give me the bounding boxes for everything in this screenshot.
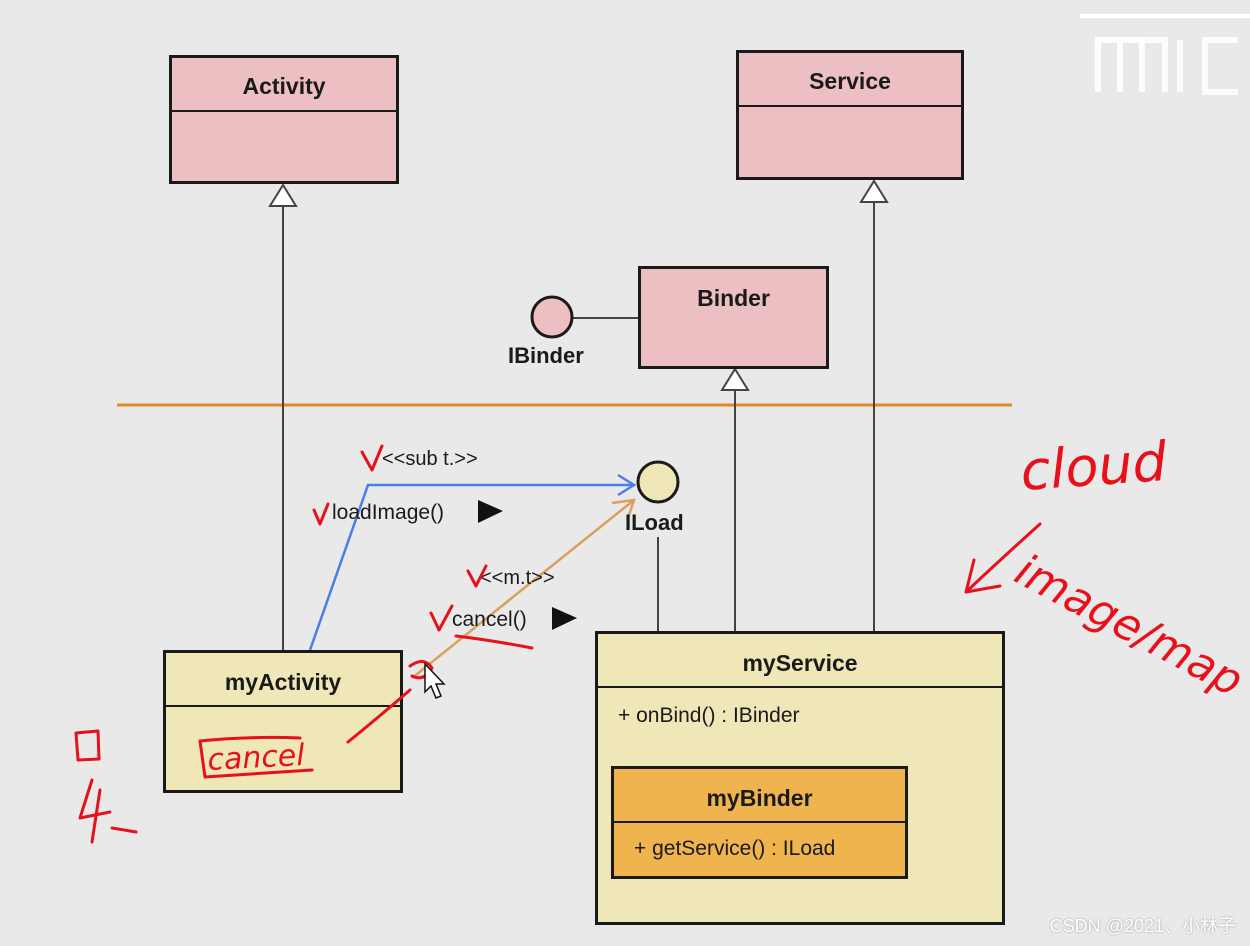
check-mark-sub-thread <box>360 444 384 472</box>
iload-interface-circle <box>636 460 680 504</box>
load-image-direction-icon <box>478 500 503 523</box>
handwriting-cancel-note: cancel <box>207 738 307 778</box>
scribble-stroke <box>346 688 412 744</box>
handwriting-cloud: cloud <box>1019 430 1170 503</box>
class-service-name: Service <box>739 53 961 107</box>
class-my-activity-name: myActivity <box>166 653 400 707</box>
generalization-activity-arrowhead <box>268 183 298 207</box>
class-binder: Binder <box>638 266 829 369</box>
cancel-message: cancel() <box>452 608 527 631</box>
class-my-service-name: myService <box>598 634 1002 688</box>
sub-thread-arrow <box>308 483 632 651</box>
my-binder-operation: + getService() : ILoad <box>634 837 836 860</box>
scribble-circle <box>408 660 434 680</box>
check-mark-main-thread <box>466 564 488 588</box>
watermark: CSDN @2021、小林子 <box>1049 916 1236 936</box>
ibinder-label: IBinder <box>508 343 584 368</box>
iload-label: ILoad <box>625 510 684 535</box>
class-binder-name: Binder <box>697 285 770 311</box>
cancel-underline <box>454 634 534 650</box>
cancel-note-box <box>198 735 314 779</box>
image-map-arrow <box>964 522 1042 594</box>
sub-thread-arrowhead <box>617 473 637 497</box>
class-service: Service <box>736 50 964 180</box>
main-thread-arrow <box>411 499 635 679</box>
generalization-service-arrowhead <box>859 179 889 203</box>
ibinder-interface-circle <box>530 295 574 339</box>
sub-thread-stereotype: <<sub t.>> <box>382 448 478 470</box>
load-image-message: loadImage() <box>332 501 445 524</box>
my-service-operation: + onBind() : IBinder <box>618 704 800 727</box>
check-mark-cancel <box>429 604 454 632</box>
class-activity: Activity <box>169 55 399 184</box>
doodle-four <box>78 778 138 844</box>
check-mark-load-image <box>312 502 330 526</box>
class-my-binder: myBinder + getService() : ILoad <box>611 766 908 879</box>
main-thread-arrowhead <box>611 498 636 519</box>
class-activity-name: Activity <box>172 58 396 112</box>
doodle-square <box>74 729 101 762</box>
main-thread-stereotype: <<m.t>> <box>480 567 555 589</box>
cancel-direction-icon <box>552 607 577 630</box>
class-my-binder-name: myBinder <box>614 769 905 823</box>
generalization-binder-arrowhead <box>720 367 750 391</box>
